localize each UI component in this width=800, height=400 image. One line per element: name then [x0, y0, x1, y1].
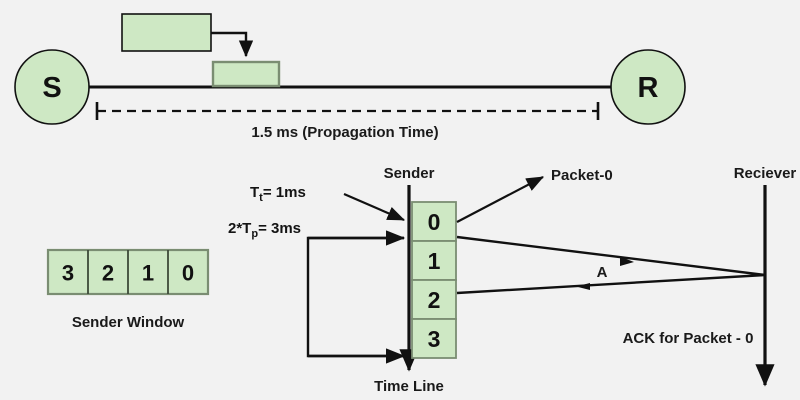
ack-for-packet-label: ACK for Packet - 0	[623, 330, 754, 347]
sender-window-cell: 3	[62, 261, 74, 286]
sender-window-caption: Sender Window	[72, 314, 185, 331]
packet-0-callout-arrow	[456, 176, 544, 223]
sender-node	[14, 49, 90, 125]
packet-transit-line	[456, 235, 766, 277]
sender-window-cell: 0	[182, 261, 194, 286]
sender-node-label: S	[42, 72, 61, 104]
transmission-time-annotation: Tt= 1ms	[250, 184, 306, 204]
ack-transit-arrowhead	[576, 283, 590, 290]
packet-block-label: 0	[428, 209, 441, 235]
sender-timeline-label: Sender	[384, 165, 435, 182]
transmission-time-value: = 1ms	[263, 184, 306, 201]
packet-stack: 0 1 2 3	[411, 201, 457, 359]
packet-block-label: 1	[428, 248, 441, 274]
frame-box-large	[121, 13, 212, 52]
propagation-annotation: 2*Tp= 3ms	[228, 220, 301, 240]
receiver-timeline-label: Reciever	[734, 165, 797, 182]
packet-0-label: Packet-0	[551, 167, 613, 184]
transmission-time-prefix: T	[250, 184, 259, 201]
receiver-node	[610, 49, 686, 125]
propagation-value: = 3ms	[258, 220, 301, 237]
propagation-prefix: 2*T	[228, 220, 251, 237]
transmission-time-subscript: t	[259, 192, 263, 204]
ack-marker-label: A	[597, 264, 608, 281]
sender-window-cell: 2	[102, 261, 114, 286]
round-trip-bracket	[306, 236, 404, 358]
propagation-time-label: 1.5 ms (Propagation Time)	[251, 124, 438, 141]
timeline-bottom-label: Time Line	[374, 378, 444, 395]
ack-transit-line	[456, 273, 766, 295]
sender-window-cell: 1	[142, 261, 154, 286]
frame-box-small	[211, 60, 281, 88]
propagation-subscript: p	[251, 228, 258, 240]
receiver-node-label: R	[638, 72, 659, 104]
transmission-time-pointer	[343, 192, 406, 222]
frame-transfer-arrow	[211, 31, 254, 58]
packet-block	[411, 318, 457, 359]
packet-transit-arrowhead	[620, 256, 634, 266]
packet-block-label: 3	[428, 326, 441, 352]
packet-block-label: 2	[428, 287, 441, 313]
sender-window: 3 2 1 0 Sender Window	[46, 248, 210, 331]
